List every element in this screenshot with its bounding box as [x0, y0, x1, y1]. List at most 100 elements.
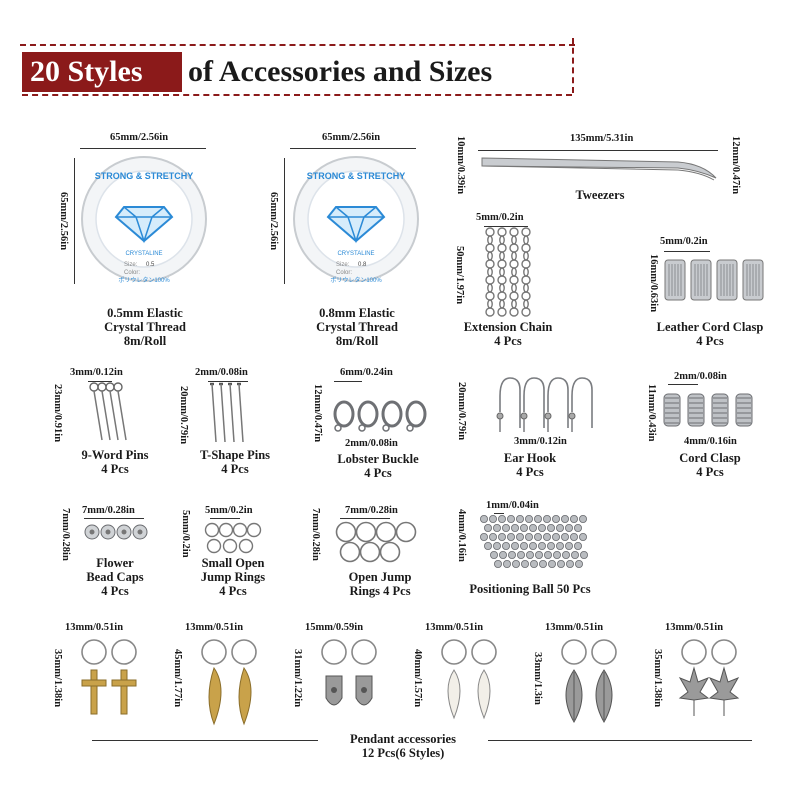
thread05-size-label: Size: — [124, 262, 138, 268]
thread05-brand: CRYSTALINE — [125, 251, 162, 257]
pendant-label-1: Pendant accessories — [318, 732, 488, 746]
chain-link — [523, 283, 529, 293]
positioning-ball — [566, 560, 575, 569]
chain-link — [485, 259, 495, 269]
thread05-size: 0.5 — [146, 262, 155, 268]
cordclasp-height: 11mm/0.43in — [646, 384, 657, 442]
chain-link — [523, 251, 529, 261]
smallring-width: 5mm/0.2in — [205, 505, 253, 516]
lobster-width: 6mm/0.24in — [340, 367, 393, 378]
open-jump-ring — [339, 541, 361, 563]
header-top-dashed-line — [20, 44, 575, 46]
positioning-ball — [547, 523, 556, 532]
positioning-ball — [489, 551, 498, 560]
chain-link — [511, 251, 517, 261]
chain-link — [497, 227, 507, 237]
positioning-ball — [575, 560, 584, 569]
lobster-label-1: Lobster Buckle — [337, 452, 419, 466]
positioning-ball — [535, 551, 544, 560]
cordclasp-width-2: 4mm/0.16in — [684, 436, 737, 447]
chain-link — [521, 259, 531, 269]
pendant-label-2: 12 Pcs(6 Styles) — [361, 746, 445, 760]
cord-clasp — [711, 393, 729, 427]
chain-link — [485, 227, 495, 237]
chain-link — [509, 307, 519, 317]
earhook-height: 20mm/0.79in — [456, 381, 467, 441]
thread05-label-3: 8m/Roll — [123, 334, 167, 348]
small-jump-ring — [246, 522, 262, 538]
positioning-ball — [574, 541, 583, 550]
chain-link — [521, 291, 531, 301]
pendant-width-2: 13mm/0.51in — [185, 622, 244, 633]
positioning-ball — [520, 523, 529, 532]
ninepin-height: 23mm/0.91in — [52, 383, 63, 443]
positioning-ball — [548, 560, 557, 569]
positioning-ball — [512, 560, 521, 569]
chain-link — [523, 235, 529, 245]
open-jump-ring — [335, 521, 357, 543]
positioning-ball — [570, 532, 579, 541]
openring-label-1: Open Jump — [348, 570, 412, 584]
pendant-height-5: 33mm/1.3in — [532, 651, 543, 705]
chain-link — [509, 259, 519, 269]
flower-width-line — [84, 518, 144, 519]
pendant-image-4 — [441, 639, 497, 720]
chain-link — [499, 267, 505, 277]
tpin — [238, 383, 244, 443]
positioning-ball — [506, 515, 515, 523]
smallring-width-line — [210, 518, 240, 519]
ninepin-label-1: 9-Word Pins — [81, 448, 149, 462]
chain-link — [487, 251, 493, 261]
pendant-width-5: 13mm/0.51in — [545, 622, 604, 633]
ninepin-image — [89, 382, 127, 441]
chain-label-1: Extension Chain — [463, 320, 553, 334]
header-right-dashed-line — [572, 38, 574, 93]
openring-height: 7mm/0.28in — [310, 507, 321, 561]
positioning-ball — [516, 515, 525, 523]
leather-width-line — [664, 251, 710, 252]
positioning-ball — [543, 532, 552, 541]
thread08-label-2: Crystal Thread — [316, 320, 398, 334]
header-highlight-box — [22, 52, 182, 92]
chain-link — [497, 291, 507, 301]
openring-label-2: Rings 4 Pcs — [349, 584, 411, 598]
thread05-spool-text: STRONG & STRETCHY — [95, 171, 194, 181]
small-jump-ring — [206, 538, 222, 554]
small-jump-ring — [204, 522, 220, 538]
ninepin-loop — [113, 382, 123, 392]
lobster-buckle — [357, 400, 379, 428]
pendant-height-6: 35mm/1.38in — [652, 648, 663, 708]
lobster-buckle — [405, 400, 427, 428]
open-jump-ring — [395, 521, 417, 543]
chain-link — [497, 259, 507, 269]
cordclasp-width: 2mm/0.08in — [674, 371, 727, 382]
pendant-height-1: 35mm/1.38in — [52, 648, 63, 708]
chain-link — [509, 275, 519, 285]
chain-link — [485, 307, 495, 317]
chain-link — [511, 267, 517, 277]
positioning-ball — [484, 541, 492, 550]
ninepin — [109, 390, 119, 441]
positioning-ball — [580, 551, 589, 560]
positioning-ball — [501, 523, 510, 532]
chain-link — [523, 299, 529, 309]
leather-height: 16mm/0.63in — [648, 254, 659, 313]
lobster-label-2: 4 Pcs — [364, 466, 392, 480]
positioning-ball — [556, 541, 565, 550]
ninepin — [93, 390, 103, 441]
positioning-ball — [526, 551, 535, 560]
leather-clasp-image — [664, 259, 764, 301]
ear-hook — [547, 377, 569, 428]
chain-link — [511, 283, 517, 293]
thread05-label-2: Crystal Thread — [104, 320, 186, 334]
positioning-ball — [480, 532, 488, 541]
thread08-size-label: Size: — [336, 262, 350, 268]
ball-image — [480, 515, 589, 569]
cordclasp-width-line — [668, 384, 698, 385]
small-jump-ring — [222, 538, 238, 554]
ninepin-loop — [97, 382, 107, 392]
chain-link — [509, 291, 519, 301]
pendant-image-1 — [81, 639, 137, 715]
chain-link — [523, 267, 529, 277]
positioning-ball — [480, 515, 488, 523]
